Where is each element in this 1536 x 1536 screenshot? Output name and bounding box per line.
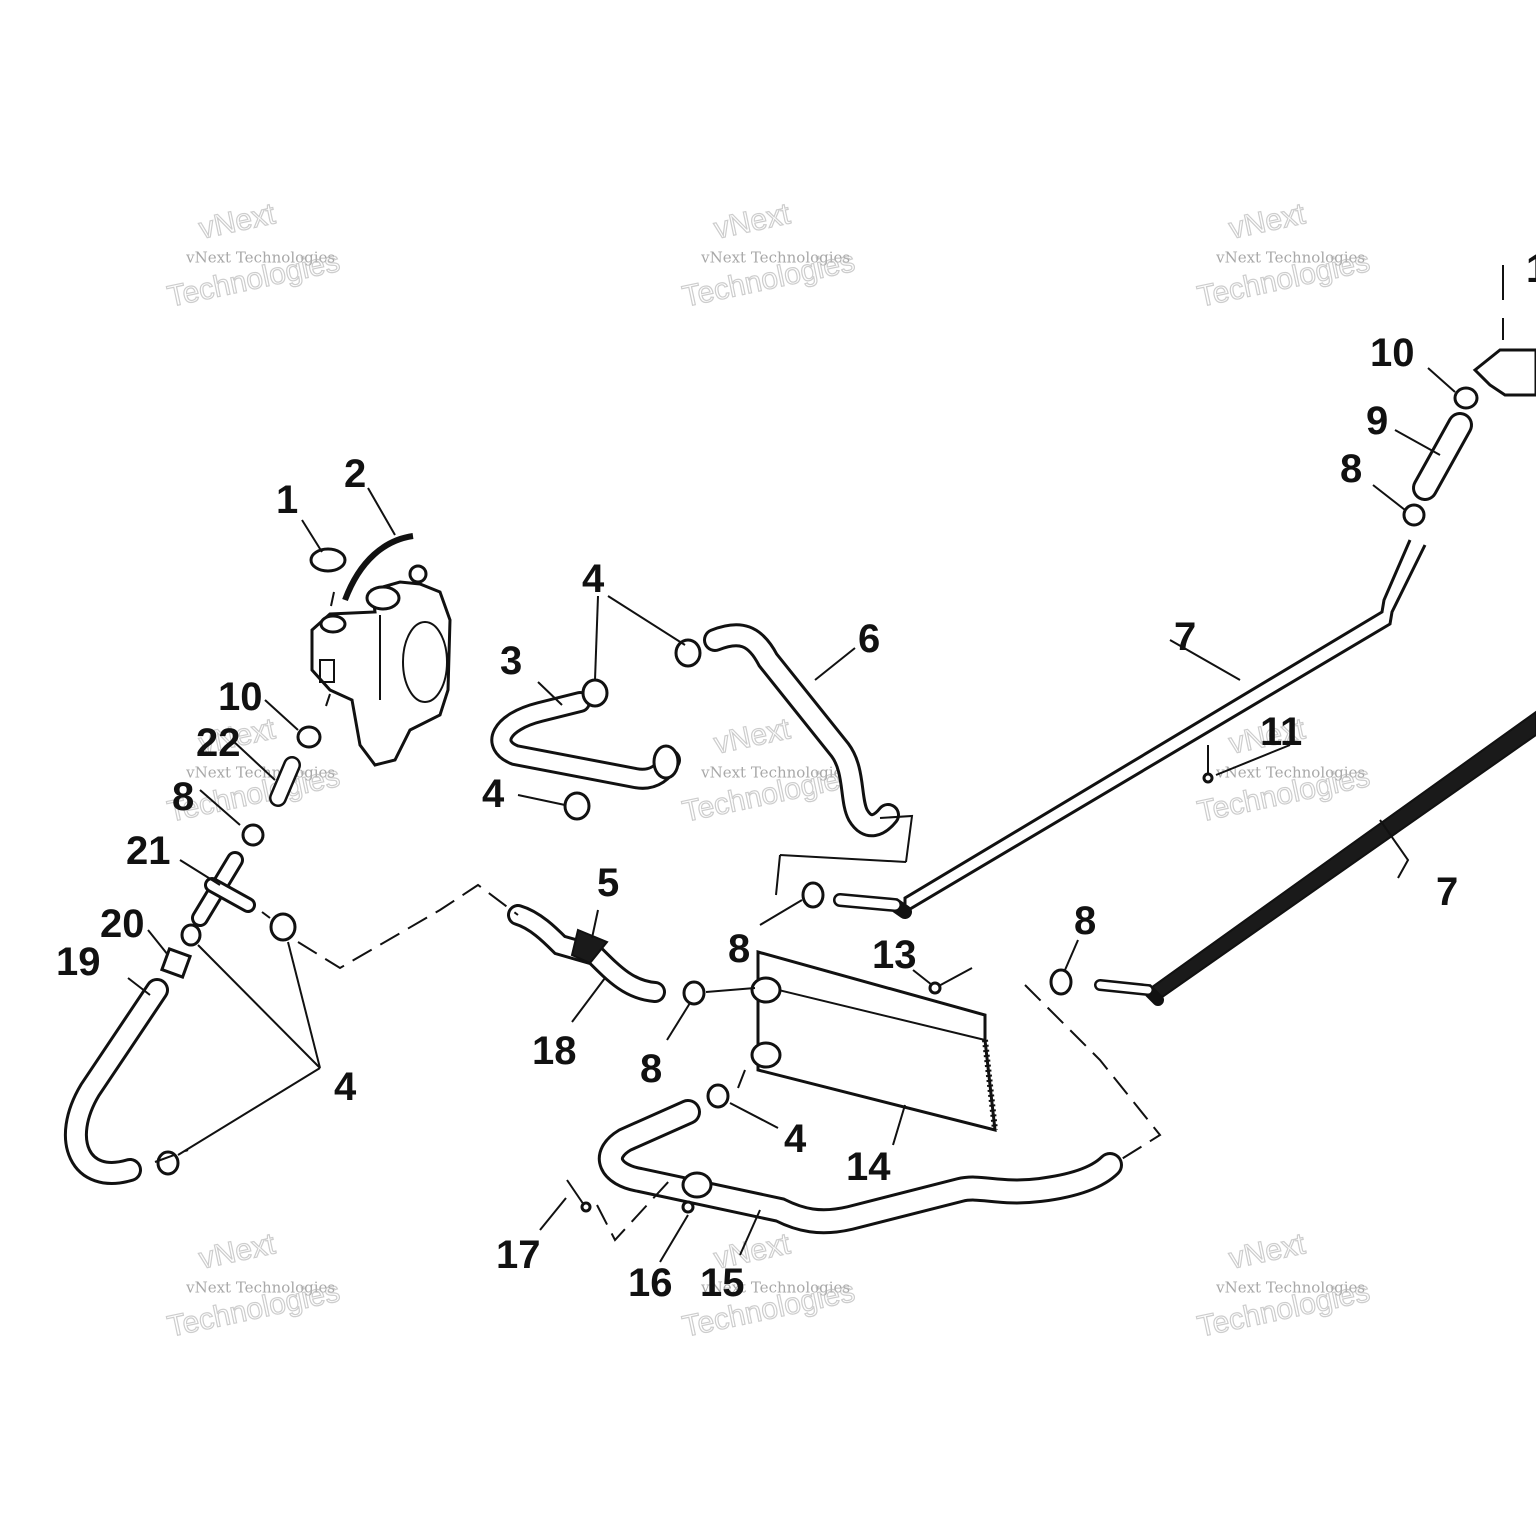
callout-13: 13 [872, 933, 917, 977]
callout-9: 9 [1366, 399, 1388, 443]
callout-17: 17 [496, 1233, 541, 1277]
svg-text:vNext: vNext [196, 1227, 279, 1275]
watermark-bottom-left: vNext vNext Technologies Technologies [164, 1227, 343, 1345]
part-4-clamp-b [674, 638, 702, 668]
svg-text:vNext: vNext [196, 197, 279, 245]
part-3-spring-end [652, 744, 680, 780]
callout-8-b: 8 [1074, 899, 1096, 943]
svg-text:vNext Technologies: vNext Technologies [1215, 1279, 1365, 1297]
part-8-clamp-d [241, 823, 265, 847]
svg-text:vNext: vNext [1226, 1227, 1309, 1275]
callout-22: 22 [196, 721, 241, 765]
part-8-clamp-e [1402, 503, 1426, 527]
part-13-rivet [928, 967, 973, 995]
part-8-clamp-c [682, 980, 706, 1006]
part-4-clamp-a [581, 678, 609, 708]
callout-8-a: 8 [728, 927, 750, 971]
part-20-spring [159, 946, 193, 980]
part-1-cap [309, 547, 347, 607]
part-10-clamp-b [296, 725, 322, 749]
callout-21: 21 [126, 829, 171, 873]
callout-14: 14 [846, 1145, 891, 1189]
part-8-clamp-a [801, 881, 825, 909]
part-21-tee-fitting [191, 851, 256, 927]
svg-text:vNext: vNext [1226, 197, 1309, 245]
part-16-clamp [681, 1171, 713, 1214]
callout-15: 15 [700, 1261, 745, 1305]
part-7-upper-heat-exchanger [833, 539, 1427, 919]
callout-11: 11 [1260, 710, 1302, 754]
part-4-clamp-d [269, 912, 297, 942]
part-15-hose [597, 1099, 1123, 1235]
callout-7-upper: 7 [1174, 615, 1196, 659]
part-4-clamp-e [180, 923, 202, 947]
part-2-vent-hose [342, 533, 414, 602]
svg-text:vNext Technologies: vNext Technologies [1215, 764, 1365, 782]
callout-8-d: 8 [172, 775, 194, 819]
part-8-clamp-b [1049, 968, 1073, 996]
watermark-bottom-center: vNext vNext Technologies Technologies [679, 1227, 858, 1345]
callout-labels: 1 2 3 4 4 4 4 5 6 7 7 8 8 8 8 8 9 10 10 … [56, 247, 1536, 1305]
callout-2: 2 [344, 452, 366, 496]
callout-4-bottom: 4 [784, 1117, 807, 1161]
outlet-fitting [1472, 348, 1536, 397]
callout-19: 19 [56, 940, 101, 984]
callout-5: 5 [597, 861, 619, 905]
connection-lines [154, 883, 1162, 1242]
part-4-clamp-g [706, 1083, 730, 1109]
hose-bracket-outline [775, 814, 914, 896]
watermark-top-left: vNext vNext Technologies Technologies [164, 197, 343, 315]
part-5-coupler [570, 928, 609, 965]
coolant-reservoir-tank [310, 564, 452, 767]
callout-3: 3 [500, 639, 522, 683]
callout-1: 1 [276, 478, 298, 522]
svg-text:vNext: vNext [711, 197, 794, 245]
part-17-rivet [566, 1179, 592, 1213]
part-7-lower-heat-exchanger [1094, 710, 1536, 1006]
callout-12-partial: 1 [1526, 247, 1536, 291]
callout-4-top: 4 [582, 557, 605, 601]
svg-text:vNext Technologies: vNext Technologies [1215, 249, 1365, 267]
watermark-top-right: vNext vNext Technologies Technologies [1194, 197, 1373, 315]
svg-text:vNext Technologies: vNext Technologies [700, 764, 850, 782]
callout-18: 18 [532, 1029, 577, 1073]
callout-8-c: 8 [640, 1047, 662, 1091]
callout-7-lower: 7 [1436, 870, 1458, 914]
part-11-rivet [1202, 745, 1214, 784]
part-14-heat-exchanger-panel [750, 950, 998, 1132]
leader-lines [127, 367, 1456, 1263]
part-10-clamp-a [1453, 386, 1479, 410]
callout-16: 16 [628, 1261, 673, 1305]
svg-text:vNext Technologies: vNext Technologies [700, 1279, 850, 1297]
svg-text:vNext Technologies: vNext Technologies [700, 249, 850, 267]
callout-20: 20 [100, 902, 145, 946]
callout-4-mid: 4 [482, 772, 505, 816]
part-4-clamp-c [563, 791, 591, 821]
callout-8-e: 8 [1340, 447, 1362, 491]
svg-text:vNext Technologies: vNext Technologies [185, 1279, 335, 1297]
watermark-bottom-right: vNext vNext Technologies Technologies [1194, 1227, 1373, 1345]
callout-6: 6 [858, 617, 880, 661]
watermark-top-center: vNext vNext Technologies Technologies [679, 197, 858, 315]
svg-text:vNext Technologies: vNext Technologies [185, 249, 335, 267]
callout-10-left: 10 [218, 675, 263, 719]
part-4-clamp-f [156, 1150, 180, 1176]
callout-10-top: 10 [1370, 331, 1415, 375]
svg-text:vNext: vNext [711, 712, 794, 760]
callout-4-left: 4 [334, 1065, 357, 1109]
